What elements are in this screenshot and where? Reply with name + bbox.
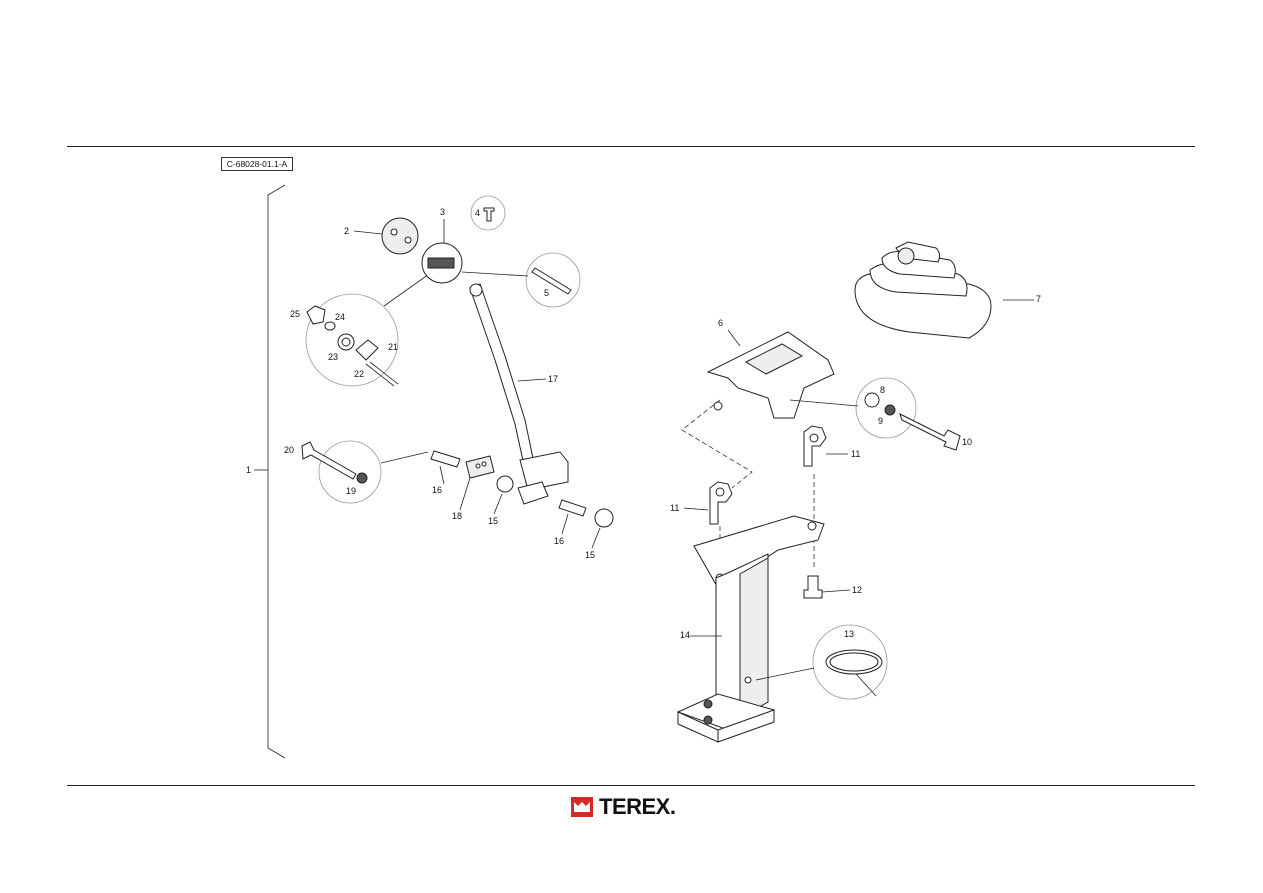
part-4-screw <box>483 207 495 222</box>
part-12-bolt <box>803 575 823 599</box>
footer-rule <box>67 785 1195 786</box>
callout-20: 20 <box>284 445 294 455</box>
callout-10: 10 <box>962 437 972 447</box>
header-rule <box>67 146 1195 147</box>
callout-24: 24 <box>335 312 345 322</box>
callout-15b: 15 <box>585 550 595 560</box>
part-2-knob-cap <box>381 217 419 255</box>
callout-13: 13 <box>844 629 854 639</box>
part-24-spring <box>324 321 336 331</box>
part-5-pin <box>531 267 572 295</box>
callout-3: 3 <box>440 207 445 217</box>
callout-12: 12 <box>852 585 862 595</box>
callout-19: 19 <box>346 486 356 496</box>
callout-11b: 11 <box>851 449 860 459</box>
callout-21: 21 <box>388 342 398 352</box>
callout-9: 9 <box>878 416 883 426</box>
part-21-switch <box>355 339 379 361</box>
callout-17: 17 <box>548 374 558 384</box>
part-9-washer <box>884 404 896 416</box>
callout-18: 18 <box>452 511 462 521</box>
assembly-bracket <box>267 184 286 759</box>
callout-8: 8 <box>880 385 885 395</box>
drawing-id-box: C-68028-01.1-A <box>221 157 293 171</box>
callout-15a: 15 <box>488 516 498 526</box>
callout-22: 22 <box>354 369 364 379</box>
part-16-bushing <box>430 450 461 468</box>
part-10-bolt <box>899 413 961 451</box>
callout-7: 7 <box>1036 294 1041 304</box>
callout-16b: 16 <box>554 536 564 546</box>
part-11-rod-end-a <box>709 481 733 525</box>
callout-5: 5 <box>544 288 549 298</box>
brand-wordmark: TEREX <box>599 794 670 819</box>
part-15-bushing-a <box>496 475 514 493</box>
brand-wordmark-dot: . <box>669 794 676 819</box>
part-8-nut <box>864 392 880 408</box>
callout-4: 4 <box>475 208 480 218</box>
brand-logo: TEREX. <box>571 794 676 819</box>
callout-23: 23 <box>328 352 338 362</box>
part-20-bolt <box>301 441 357 480</box>
callout-11a: 11 <box>670 503 679 513</box>
part-6-bracket <box>706 331 835 419</box>
callout-25: 25 <box>290 309 300 319</box>
part-25-clip <box>306 305 326 325</box>
callout-2: 2 <box>344 226 349 236</box>
callout-1: 1 <box>246 465 251 475</box>
brand-mark-icon <box>571 797 593 817</box>
part-16-bushing-b <box>558 499 587 517</box>
part-11-rod-end-b <box>803 425 827 467</box>
callout-16a: 16 <box>432 485 442 495</box>
callout-14: 14 <box>680 630 690 640</box>
part-17-lever <box>469 283 536 471</box>
part-15-bushing-b <box>594 508 614 528</box>
callout-6: 6 <box>718 318 723 328</box>
part-19-nut <box>356 472 368 484</box>
